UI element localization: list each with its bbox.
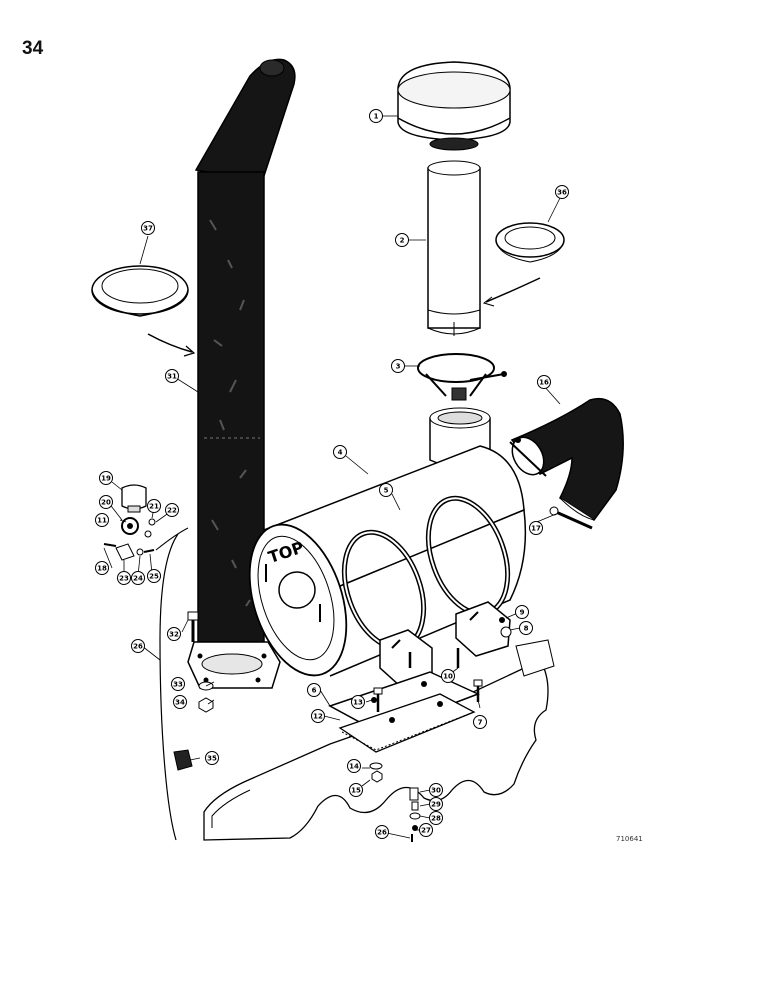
svg-text:10: 10 <box>443 673 453 681</box>
svg-text:13: 13 <box>353 699 363 707</box>
callout-31: 31 <box>165 369 179 383</box>
exhaust-rain-ring <box>91 265 196 357</box>
callout-21: 21 <box>147 499 161 513</box>
callout-11: 11 <box>95 513 109 527</box>
callout-35: 35 <box>205 751 219 765</box>
callout-36: 36 <box>555 185 569 199</box>
svg-text:7: 7 <box>478 719 483 727</box>
svg-text:8: 8 <box>524 625 529 633</box>
svg-text:34: 34 <box>175 699 185 707</box>
callout-29: 29 <box>429 797 443 811</box>
callout-9: 9 <box>515 605 529 619</box>
restriction-indicator-parts <box>103 484 193 841</box>
callout-16: 16 <box>537 375 551 389</box>
callout-28: 28 <box>429 811 443 825</box>
callout-3: 3 <box>391 359 405 373</box>
callout-13: 13 <box>351 695 365 709</box>
callout-26b: 26 <box>375 825 389 839</box>
callout-30: 30 <box>429 783 443 797</box>
callout-26: 26 <box>131 639 145 653</box>
svg-text:33: 33 <box>173 681 183 689</box>
callout-22: 22 <box>165 503 179 517</box>
callout-23: 23 <box>117 571 131 585</box>
svg-text:12: 12 <box>313 713 323 721</box>
svg-text:32: 32 <box>169 631 179 639</box>
svg-text:27: 27 <box>421 827 431 835</box>
svg-text:21: 21 <box>149 503 159 511</box>
callout-7: 7 <box>473 715 487 729</box>
mounting-bands <box>341 495 511 687</box>
callout-8: 8 <box>519 621 533 635</box>
inlet-elbow-hose <box>509 397 624 522</box>
svg-text:15: 15 <box>351 787 361 795</box>
svg-text:14: 14 <box>349 763 359 771</box>
callout-34: 34 <box>173 695 187 709</box>
callout-4: 4 <box>333 445 347 459</box>
callout-10: 10 <box>441 669 455 683</box>
page-number: 34 <box>22 38 44 59</box>
callout-14: 14 <box>347 759 361 773</box>
svg-text:24: 24 <box>133 575 143 583</box>
svg-text:17: 17 <box>531 525 541 533</box>
callout-12: 12 <box>311 709 325 723</box>
svg-text:37: 37 <box>143 225 153 233</box>
svg-text:22: 22 <box>167 507 177 515</box>
svg-text:30: 30 <box>431 787 441 795</box>
svg-text:11: 11 <box>97 517 107 525</box>
svg-text:28: 28 <box>431 815 441 823</box>
callout-27: 27 <box>419 823 433 837</box>
callout-19: 19 <box>99 471 113 485</box>
callout-32: 32 <box>167 627 181 641</box>
svg-text:26: 26 <box>377 829 387 837</box>
svg-text:5: 5 <box>384 487 389 495</box>
svg-text:23: 23 <box>119 575 129 583</box>
svg-text:3: 3 <box>396 363 401 371</box>
tube-clamp <box>417 353 507 401</box>
callout-1: 1 <box>369 109 383 123</box>
callout-25: 25 <box>147 569 161 583</box>
svg-text:26: 26 <box>133 643 143 651</box>
svg-text:18: 18 <box>97 565 107 573</box>
callout-15: 15 <box>349 783 363 797</box>
callout-18: 18 <box>95 561 109 575</box>
callout-20: 20 <box>99 495 113 509</box>
inlet-ring <box>482 222 565 307</box>
svg-text:19: 19 <box>101 475 111 483</box>
callout-markers: 1 2 3 4 5 6 7 8 9 10 11 12 13 14 15 16 1… <box>95 109 569 839</box>
precleaner-cap <box>397 61 511 151</box>
svg-text:4: 4 <box>338 449 343 457</box>
callout-5: 5 <box>379 483 393 497</box>
svg-text:2: 2 <box>400 237 405 245</box>
mounting-plate <box>328 671 480 753</box>
svg-text:16: 16 <box>539 379 549 387</box>
svg-text:20: 20 <box>101 499 111 507</box>
svg-text:36: 36 <box>557 189 567 197</box>
svg-text:6: 6 <box>312 687 317 695</box>
svg-text:25: 25 <box>149 573 159 581</box>
figure-code: 710641 <box>616 835 643 843</box>
svg-text:9: 9 <box>520 609 525 617</box>
callout-24: 24 <box>131 571 145 585</box>
inlet-tube <box>427 160 481 336</box>
svg-text:31: 31 <box>167 373 177 381</box>
callout-17: 17 <box>529 521 543 535</box>
svg-text:29: 29 <box>431 801 441 809</box>
callout-2: 2 <box>395 233 409 247</box>
svg-text:1: 1 <box>374 113 379 121</box>
callout-33: 33 <box>171 677 185 691</box>
callout-6: 6 <box>307 683 321 697</box>
svg-text:35: 35 <box>207 755 217 763</box>
callout-37: 37 <box>141 221 155 235</box>
